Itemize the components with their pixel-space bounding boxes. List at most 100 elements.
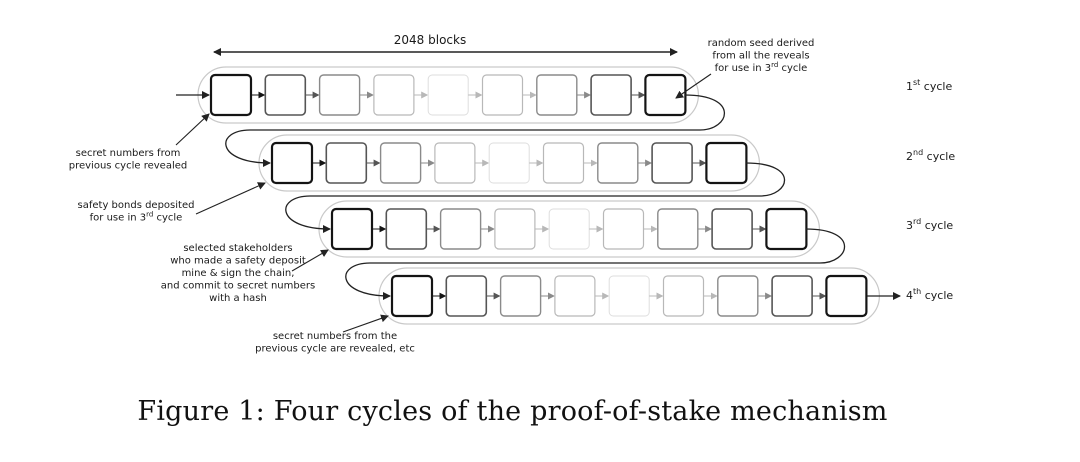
annotation-text: for use in 3	[715, 63, 771, 74]
annotation-line: mine & sign the chain,	[182, 268, 295, 279]
annotation-line: for use in 3rd cycle	[715, 61, 808, 74]
annotation-stakeholders: selected stakeholders who made a safety d…	[161, 243, 315, 304]
block	[651, 142, 693, 184]
block	[499, 275, 542, 317]
block	[608, 275, 650, 317]
cycle-row-2: 2nd cycle	[258, 134, 955, 192]
annotation-line: secret numbers from the	[273, 331, 397, 342]
cycle-label: 3rd cycle	[906, 217, 953, 232]
cycle-ordinal: nd	[913, 148, 923, 157]
annotation-ordinal: rd	[146, 211, 153, 219]
block	[481, 74, 524, 116]
random-seed-pointer	[675, 73, 712, 99]
secret-revealed-pointer	[175, 113, 210, 146]
annotation-text: and commit to secret numbers	[161, 281, 315, 292]
cycle-ordinal: st	[913, 78, 920, 87]
block	[548, 208, 590, 250]
block	[602, 208, 645, 250]
block	[590, 74, 632, 116]
annotation-text: previous cycle are revealed, etc	[255, 344, 415, 355]
cycle-connectors: 2048 blocks	[176, 33, 901, 300]
block	[488, 142, 530, 184]
secret-etc-pointer	[342, 314, 389, 333]
block	[209, 73, 253, 117]
block	[657, 208, 699, 250]
annotation-text: safety bonds deposited	[78, 200, 195, 211]
annotation-text: secret numbers from	[76, 148, 181, 159]
block	[554, 275, 596, 317]
cycle-word: cycle	[921, 219, 953, 232]
annotation-line: from all the reveals	[712, 51, 809, 62]
annotation-line: for use in 3rd cycle	[90, 211, 183, 224]
cycle-row-3: 3rd cycle	[318, 200, 953, 258]
block	[717, 275, 759, 317]
annotation-ordinal: rd	[771, 61, 778, 69]
annotation-secret-etc: secret numbers from the previous cycle ar…	[255, 331, 415, 355]
cycle-word: cycle	[923, 150, 955, 163]
span-label: 2048 blocks	[394, 33, 466, 47]
cycle-number: 2	[906, 150, 913, 163]
cycle-number: 3	[906, 219, 913, 232]
block	[542, 142, 585, 184]
safety-bonds-pointer	[195, 182, 266, 215]
block	[765, 207, 808, 251]
cycle-row-4: 4th cycle	[378, 267, 953, 325]
block	[597, 142, 639, 184]
block	[439, 208, 482, 250]
stakeholders-pointer	[291, 249, 329, 272]
block	[445, 275, 488, 317]
annotation-text: secret numbers from the	[273, 331, 397, 342]
annotation-text: for use in 3	[90, 213, 146, 224]
block	[318, 74, 361, 116]
cycle-label: 1st cycle	[906, 78, 952, 93]
cycle-label: 2nd cycle	[906, 148, 955, 163]
block	[325, 142, 368, 184]
annotation-line: with a hash	[209, 293, 267, 304]
block	[644, 73, 687, 117]
annotation-random-seed: random seed derived from all the revealsf…	[708, 38, 815, 74]
block	[536, 74, 578, 116]
block	[825, 274, 868, 318]
cycle-ordinal: rd	[913, 217, 921, 226]
annotation-line: previous cycle revealed	[69, 161, 187, 172]
block	[705, 141, 748, 185]
cycle-connector-3	[345, 228, 846, 300]
block	[434, 142, 476, 184]
block	[379, 142, 422, 184]
annotation-text: mine & sign the chain,	[182, 268, 295, 279]
cycle-ordinal: th	[913, 287, 921, 296]
block	[711, 208, 753, 250]
annotation-text: random seed derived	[708, 38, 815, 49]
annotation-text: selected stakeholders	[183, 243, 292, 254]
cycle-connector-1	[225, 94, 726, 167]
block	[330, 207, 374, 251]
cycle-number: 1	[906, 80, 913, 93]
cycle-label: 4th cycle	[906, 287, 953, 302]
annotation-text: from all the reveals	[712, 51, 809, 62]
cycle-word: cycle	[920, 80, 952, 93]
block	[771, 275, 813, 317]
annotation-line: previous cycle are revealed, etc	[255, 344, 415, 355]
annotation-line: who made a safety deposit	[170, 256, 306, 267]
annotation-text: who made a safety deposit	[170, 256, 306, 267]
annotation-text: cycle	[778, 63, 807, 74]
annotation-line: secret numbers from	[76, 148, 181, 159]
figure-caption: Figure 1: Four cycles of the proof-of-st…	[137, 396, 888, 427]
block	[385, 208, 428, 250]
block	[264, 74, 307, 116]
cycle-number: 4	[906, 289, 913, 302]
block	[494, 208, 536, 250]
block	[373, 74, 415, 116]
cycle-word: cycle	[921, 289, 953, 302]
annotation-text: previous cycle revealed	[69, 161, 187, 172]
annotation-line: and commit to secret numbers	[161, 281, 315, 292]
annotation-text: cycle	[153, 213, 182, 224]
annotation-line: random seed derived	[708, 38, 815, 49]
cycle-row-1: 1st cycle	[197, 66, 952, 124]
cycle-connector-2	[285, 162, 786, 233]
